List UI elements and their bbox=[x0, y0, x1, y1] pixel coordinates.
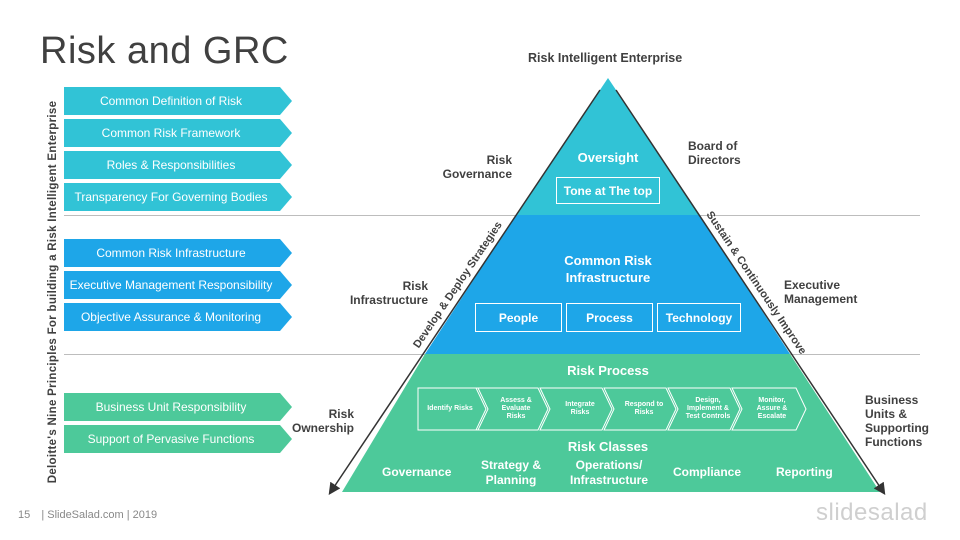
label-executive-management: Executive Management bbox=[784, 278, 858, 306]
principle-arrow[interactable]: Objective Assurance & Monitoring bbox=[64, 303, 292, 331]
principles-group-ownership: Business Unit Responsibility Support of … bbox=[64, 393, 292, 457]
class-reporting: Reporting bbox=[776, 465, 833, 479]
diagonal-arrow-left bbox=[328, 89, 601, 495]
principle-arrow[interactable]: Transparency For Governing Bodies bbox=[64, 183, 292, 211]
step-identify-risks[interactable]: Identify Risks bbox=[427, 405, 473, 412]
class-compliance: Compliance bbox=[673, 465, 742, 479]
step-chevron bbox=[539, 387, 613, 431]
step-assess-evaluate[interactable]: Assess & Evaluate Risks bbox=[500, 397, 532, 420]
step-chevron bbox=[667, 387, 741, 431]
principles-group-infrastructure: Common Risk Infrastructure Executive Man… bbox=[64, 239, 292, 335]
technology-box[interactable]: Technology bbox=[657, 303, 741, 332]
label-business-units: Business Units & Supporting Functions bbox=[865, 393, 929, 449]
oversight-title: Oversight bbox=[577, 150, 639, 165]
principle-arrow[interactable]: Executive Management Responsibility bbox=[64, 271, 292, 299]
class-governance: Governance bbox=[382, 465, 452, 479]
risk-process-title: Risk Process bbox=[567, 363, 649, 378]
process-box[interactable]: Process bbox=[566, 303, 653, 332]
step-chevron bbox=[603, 387, 677, 431]
step-chevron bbox=[417, 387, 489, 431]
people-box[interactable]: People bbox=[475, 303, 562, 332]
common-risk-infrastructure-title: Common Risk Infrastructure bbox=[564, 253, 652, 285]
principles-group-governance: Common Definition of Risk Common Risk Fr… bbox=[64, 87, 292, 215]
footer-text: | SlideSalad.com | 2019 bbox=[41, 509, 158, 521]
label-board-of-directors: Board of Directors bbox=[688, 139, 741, 167]
diagonal-arrow-right bbox=[615, 89, 886, 495]
principle-arrow[interactable]: Common Risk Infrastructure bbox=[64, 239, 292, 267]
step-design-implement[interactable]: Design, Implement & Test Controls bbox=[685, 397, 731, 420]
step-chevron bbox=[731, 387, 807, 431]
class-operations-infrastructure: Operations/ Infrastructure bbox=[570, 458, 649, 487]
pyramid-middle-section bbox=[425, 215, 790, 354]
pyramid-top-section bbox=[516, 78, 700, 215]
label-risk-ownership: Risk Ownership bbox=[291, 407, 354, 435]
principle-arrow[interactable]: Common Risk Framework bbox=[64, 119, 292, 147]
footer: 15 | SlideSalad.com | 2019 bbox=[18, 509, 157, 521]
apex-label: Risk Intelligent Enterprise bbox=[528, 51, 683, 65]
step-integrate[interactable]: Integrate Risks bbox=[565, 401, 595, 416]
step-chevron bbox=[475, 387, 549, 431]
page-number: 15 bbox=[18, 509, 31, 521]
label-risk-governance: Risk Governance bbox=[442, 153, 512, 181]
tone-at-top-box[interactable]: Tone at The top bbox=[556, 177, 660, 204]
separator-top bbox=[64, 215, 920, 216]
step-monitor-assure[interactable]: Monitor, Assure & Escalate bbox=[756, 397, 788, 420]
page-title: Risk and GRC bbox=[40, 30, 289, 72]
principle-arrow[interactable]: Support of Pervasive Functions bbox=[64, 425, 292, 453]
principle-arrow[interactable]: Business Unit Responsibility bbox=[64, 393, 292, 421]
principle-arrow[interactable]: Roles & Responsibilities bbox=[64, 151, 292, 179]
label-risk-infrastructure: Risk Infrastructure bbox=[349, 279, 428, 307]
step-respond[interactable]: Respond to Risks bbox=[624, 401, 664, 416]
brand-logo: slidesalad bbox=[816, 499, 928, 526]
principle-arrow[interactable]: Common Definition of Risk bbox=[64, 87, 292, 115]
risk-classes-title: Risk Classes bbox=[567, 439, 649, 454]
class-strategy-planning: Strategy & Planning bbox=[480, 458, 542, 487]
